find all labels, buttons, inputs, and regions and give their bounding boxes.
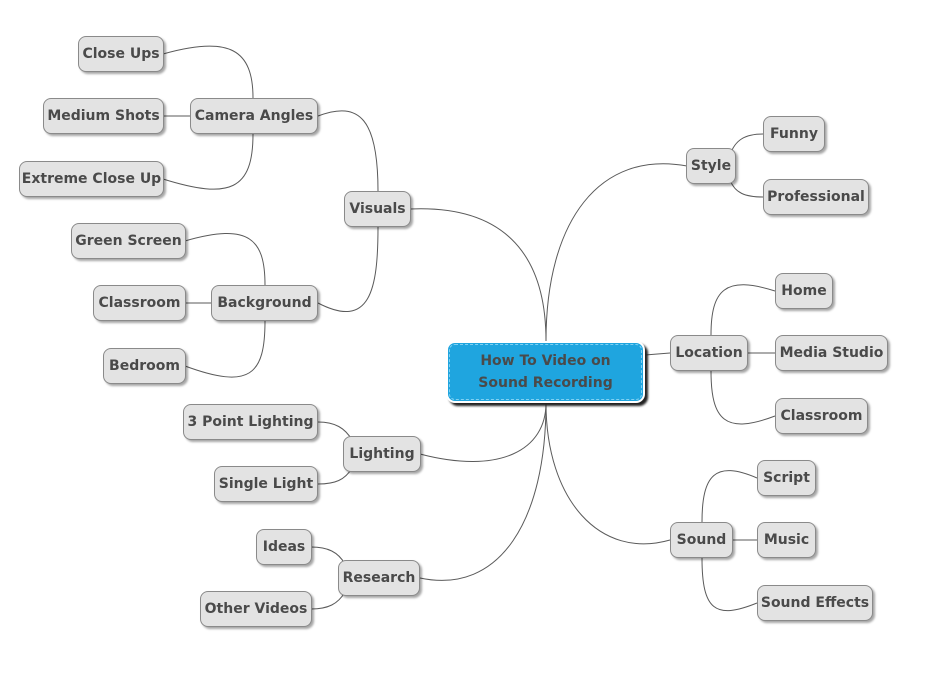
topic-label: Close Ups <box>82 46 160 62</box>
topic-sound-effects[interactable]: Sound Effects <box>757 585 873 621</box>
topic-funny[interactable]: Funny <box>763 116 825 152</box>
topic-label: Other Videos <box>204 601 308 617</box>
connector <box>184 233 266 286</box>
connector <box>545 402 671 545</box>
topic-script[interactable]: Script <box>757 460 816 496</box>
connector <box>310 591 346 610</box>
topic-label: Classroom <box>98 295 181 311</box>
connector <box>162 133 254 190</box>
topic-label: Style <box>690 158 732 174</box>
connector <box>419 402 547 581</box>
topic-bedroom[interactable]: Bedroom <box>103 348 186 384</box>
topic-label: Ideas <box>262 539 306 555</box>
topic-home[interactable]: Home <box>775 273 833 309</box>
topic-camera-angles[interactable]: Camera Angles <box>190 98 318 134</box>
topic-music[interactable]: Music <box>757 522 816 558</box>
topic-background[interactable]: Background <box>211 285 318 321</box>
connector <box>710 370 776 425</box>
connector <box>419 402 547 462</box>
topic-professional[interactable]: Professional <box>763 179 869 215</box>
topic-style[interactable]: Style <box>686 148 736 184</box>
topic-visuals[interactable]: Visuals <box>344 191 411 227</box>
connector <box>317 226 379 313</box>
topic-label: Bedroom <box>109 358 180 374</box>
connector <box>710 284 776 336</box>
topic-label: Visuals <box>349 201 406 217</box>
topic-medium-shots[interactable]: Medium Shots <box>43 98 164 134</box>
topic-label: Location <box>675 345 743 361</box>
topic-close-ups[interactable]: Close Ups <box>78 36 164 72</box>
topic-research[interactable]: Research <box>338 560 420 596</box>
topic-label: Media Studio <box>779 345 884 361</box>
topic-label: Extreme Close Up <box>21 171 162 187</box>
topic-label: Script <box>763 470 810 486</box>
topic-label: Sound <box>676 532 727 548</box>
topic-label: Lighting <box>349 446 415 462</box>
connector <box>729 179 764 198</box>
connector <box>409 208 547 342</box>
topic-other-videos[interactable]: Other Videos <box>200 591 312 627</box>
topic-label: Music <box>763 532 810 548</box>
topic-sound[interactable]: Sound <box>670 522 733 558</box>
topic-media-studio[interactable]: Media Studio <box>775 335 888 371</box>
connector <box>644 352 671 356</box>
topic-label: Medium Shots <box>47 108 160 124</box>
topic-single-light[interactable]: Single Light <box>214 466 318 502</box>
connector <box>701 470 758 523</box>
central-topic-label: How To Video on Sound Recording <box>478 353 613 391</box>
topic-label: Camera Angles <box>194 108 314 124</box>
topic-label: 3 Point Lighting <box>187 414 314 430</box>
topic-label: Professional <box>767 189 865 205</box>
topic-label: Sound Effects <box>760 595 870 611</box>
topic-extreme-close-up[interactable]: Extreme Close Up <box>19 161 164 197</box>
topic-classroom-loc[interactable]: Classroom <box>775 398 868 434</box>
topic-label: Funny <box>770 126 818 142</box>
topic-ideas[interactable]: Ideas <box>256 529 312 565</box>
topic-green-screen[interactable]: Green Screen <box>71 223 186 259</box>
topic-label: Single Light <box>218 476 314 492</box>
connector <box>184 320 266 378</box>
topic-3-point-lighting[interactable]: 3 Point Lighting <box>183 404 318 440</box>
topic-label: Classroom <box>780 408 863 424</box>
topic-label: Home <box>781 283 827 299</box>
connector <box>545 163 688 342</box>
topic-location[interactable]: Location <box>670 335 748 371</box>
connector <box>317 110 379 192</box>
topic-label: Background <box>217 295 312 311</box>
topic-label: Research <box>342 570 416 586</box>
topic-label: Green Screen <box>75 233 182 249</box>
topic-classroom-bg[interactable]: Classroom <box>93 285 186 321</box>
connector <box>162 45 254 99</box>
central-topic[interactable]: How To Video on Sound Recording <box>446 341 645 403</box>
topic-lighting[interactable]: Lighting <box>343 436 421 472</box>
connector <box>701 557 758 612</box>
